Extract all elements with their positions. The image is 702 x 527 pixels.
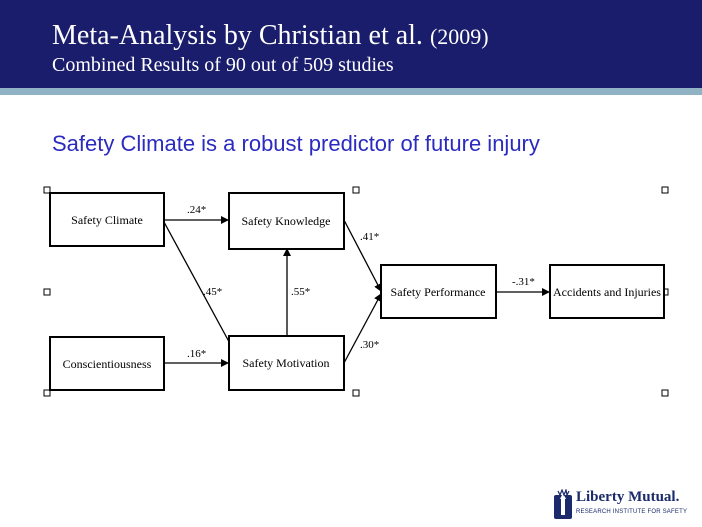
selection-handle[interactable] xyxy=(661,186,669,194)
node-accidents-injuries-box[interactable] xyxy=(549,264,665,319)
edge-label-climate-to-knowledge: .24* xyxy=(187,204,206,216)
liberty-mutual-logo: Liberty Mutual. RESEARCH INSTITUTE FOR S… xyxy=(552,489,687,523)
node-safety-performance-label: Safety Performance xyxy=(391,285,486,299)
edge-knowledge-to-performance xyxy=(343,219,382,292)
selection-handle[interactable] xyxy=(43,186,51,194)
edge-motivation-to-performance xyxy=(343,293,382,364)
slide-subtitle: Combined Results of 90 out of 509 studie… xyxy=(52,54,394,76)
slide-title-text: Meta-Analysis by Christian et al. xyxy=(52,20,423,51)
selection-handle[interactable] xyxy=(43,389,51,397)
edge-label-performance-to-accidents: -.31* xyxy=(512,276,535,288)
edge-label-conscientiousness-to-motivation: .16* xyxy=(187,348,206,360)
logo-subtitle: RESEARCH INSTITUTE FOR SAFETY xyxy=(576,509,688,515)
node-safety-climate-box[interactable] xyxy=(49,192,165,247)
node-accidents-injuries-label: Accidents and Injuries xyxy=(553,285,661,299)
selection-handle[interactable] xyxy=(352,186,360,194)
node-safety-knowledge-label: Safety Knowledge xyxy=(242,214,331,228)
selection-handle[interactable] xyxy=(352,389,360,397)
logo-name: Liberty Mutual. xyxy=(576,489,680,505)
node-safety-climate-label: Safety Climate xyxy=(71,213,143,227)
edge-label-climate-to-motivation: .45* xyxy=(203,286,222,298)
title-banner-rule xyxy=(0,88,702,95)
node-safety-performance-box[interactable] xyxy=(380,264,497,319)
edge-label-knowledge-to-performance: .41* xyxy=(360,231,379,243)
node-safety-knowledge-box[interactable] xyxy=(228,192,345,250)
edge-label-motivation-to-knowledge: .55* xyxy=(291,286,310,298)
slide-title: Meta-Analysis by Christian et al. (2009) xyxy=(52,20,489,53)
node-safety-motivation-label: Safety Motivation xyxy=(243,356,330,370)
title-banner xyxy=(0,0,702,88)
statue-of-liberty-icon xyxy=(554,489,572,519)
node-conscientiousness-box[interactable] xyxy=(49,336,165,391)
selection-handle[interactable] xyxy=(43,288,51,296)
edge-climate-to-motivation xyxy=(163,221,241,363)
slide-title-year: (2009) xyxy=(429,24,489,49)
node-safety-motivation-box[interactable] xyxy=(228,335,345,391)
selection-handle[interactable] xyxy=(661,389,669,397)
slide-headline: Safety Climate is a robust predictor of … xyxy=(52,131,540,156)
edge-label-motivation-to-performance: .30* xyxy=(360,339,379,351)
node-conscientiousness-label: Conscientiousness xyxy=(63,357,152,371)
